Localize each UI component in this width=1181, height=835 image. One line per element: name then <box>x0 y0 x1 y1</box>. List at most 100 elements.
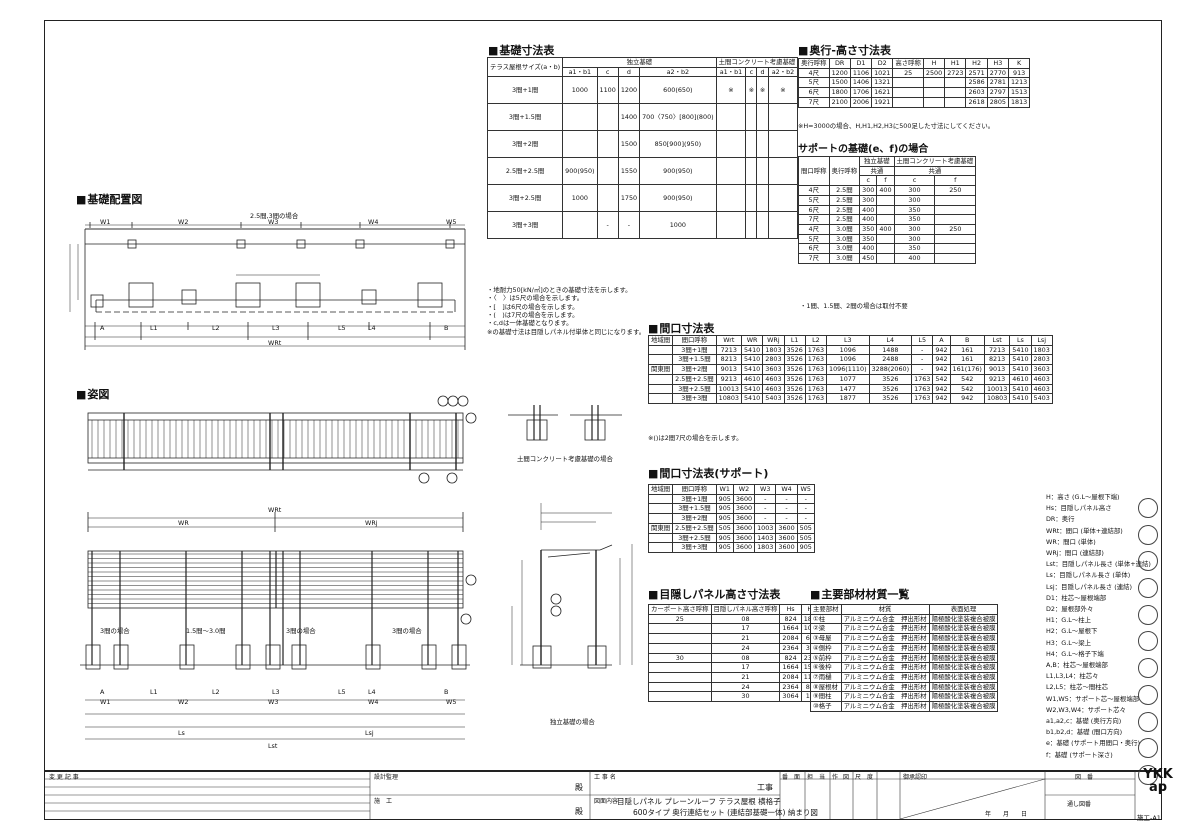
table-cell: 942 <box>932 344 951 356</box>
table-cell: 3間+1間 <box>672 493 717 505</box>
table-header-cell: d <box>617 66 641 78</box>
table-cell <box>922 77 946 89</box>
table-cell <box>745 184 758 213</box>
table-cell: 8213 <box>715 354 742 366</box>
table-cell: 400 <box>876 224 895 235</box>
revision-circle <box>1138 604 1158 625</box>
table-cell: 5403 <box>762 393 785 405</box>
table-cell: 4603 <box>762 373 785 385</box>
table-cell: 300 <box>893 233 936 245</box>
table-cell: 1000 <box>639 211 717 240</box>
table-cell: アルミニウム合金 押出形材 <box>840 662 930 674</box>
table-header-cell: H3 <box>986 58 1009 69</box>
table-cell: - <box>754 493 777 505</box>
table-cell <box>922 87 946 98</box>
table-cell: 300 <box>859 185 878 196</box>
table-cell: 5410 <box>740 354 764 366</box>
table-cell <box>715 157 747 186</box>
table-cell: 3600 <box>775 532 798 544</box>
legend-entry: H1：G.L～柱上 <box>1046 616 1091 625</box>
table-cell: 5尺 <box>798 77 830 89</box>
title-block-column: 尺 <box>855 774 862 781</box>
table-cell: アルミニウム合金 押出形材 <box>840 691 930 703</box>
table-cell: 10803 <box>715 393 742 405</box>
table-cell: 3間+3間 <box>486 211 564 240</box>
table-cell: 1003 <box>754 522 777 534</box>
drawing-no-label: 図 番 <box>1075 774 1094 781</box>
table-cell: 陽極酸化塗装複合被膜 <box>928 633 999 644</box>
table-cell: - <box>754 503 777 515</box>
table-header-cell: 高さ呼称 <box>892 58 924 69</box>
table-cell <box>596 157 619 186</box>
dono-2: 殿 <box>575 807 583 816</box>
table-header-cell: A <box>932 335 951 346</box>
legend-entry: A,B：柱芯～屋根端部 <box>1046 661 1108 670</box>
table-header-cell: L5 <box>911 335 934 346</box>
table-cell: 2.5間 <box>828 194 861 206</box>
table-cell: アルミニウム合金 押出形材 <box>840 672 930 683</box>
table-header-cell: Lst <box>983 335 1011 346</box>
table-header-cell: 間口呼称 <box>672 484 717 495</box>
table-cell: 17 <box>710 623 781 635</box>
table-cell: 2364 <box>779 681 802 693</box>
legend-entry: D2：屋根部外々 <box>1046 605 1094 614</box>
table-cell: 6尺 <box>798 204 830 216</box>
table-cell: 1664 <box>779 623 802 635</box>
table-row: ⑨間柱アルミニウム合金 押出形材陽極酸化塗装複合被膜 <box>810 691 999 703</box>
label-lst: Lst <box>268 742 278 750</box>
table-header-cell: 材質 <box>840 604 930 615</box>
table-cell: 1750 <box>617 184 641 213</box>
table-header-cell: 表面処理 <box>928 604 999 615</box>
table-cell <box>767 184 799 213</box>
legend-entry: WRt：間口 (単体+連結部) <box>1046 526 1123 535</box>
table-cell: 陽極酸化塗装複合被膜 <box>928 701 999 712</box>
table-cell: ⑨間柱 <box>810 691 842 703</box>
table-cell: 4610 <box>1009 373 1032 385</box>
l-label: L2 <box>212 324 220 332</box>
table-cell <box>934 233 977 245</box>
table-cell: 3600 <box>732 522 756 534</box>
table-cell: 4603 <box>1030 373 1053 385</box>
table-cell: 陽極酸化塗装複合被膜 <box>928 691 999 703</box>
table-cell: 3600 <box>732 503 756 515</box>
label-3ken-2: 3間の場合 <box>286 627 316 635</box>
header-independent: 独立基礎 <box>562 57 717 68</box>
table-cell: 700〈750〉[800](800) <box>639 103 717 132</box>
table-cell: 3064 <box>779 691 802 703</box>
title-materials: 主要部材材質一覧 <box>810 586 909 602</box>
table-cell: 08 <box>710 613 781 625</box>
legend-entry: b1,b2,d：基礎 (間口方向) <box>1046 728 1123 737</box>
legend-entry: H3：G.L～梁上 <box>1046 638 1091 647</box>
table-cell: 1406 <box>849 77 873 89</box>
table-cell <box>596 130 619 159</box>
foundation-layout-plan <box>69 222 466 350</box>
table-cell <box>648 691 712 703</box>
table-cell: 5410 <box>1009 364 1032 375</box>
table-cell: 4尺 <box>798 67 830 79</box>
l-label: B <box>444 324 449 332</box>
table-cell: 2803 <box>1030 354 1053 366</box>
table-cell: 505 <box>796 522 815 534</box>
legend-entry: DR：奥行 <box>1046 515 1075 524</box>
table-header-cell: a1・b1 <box>562 66 598 78</box>
table-cell <box>876 204 895 216</box>
table-cell: 250 <box>934 185 977 196</box>
table-cell: 陽極酸化塗装複合被膜 <box>928 662 999 674</box>
table-cell: 2100 <box>828 96 851 108</box>
table-cell: 3526 <box>783 383 806 395</box>
table-cell <box>745 157 758 186</box>
table-cell: 7尺 <box>798 253 830 264</box>
project-value: 工事 <box>757 783 773 792</box>
table-cell: ⑥後枠 <box>810 662 842 674</box>
